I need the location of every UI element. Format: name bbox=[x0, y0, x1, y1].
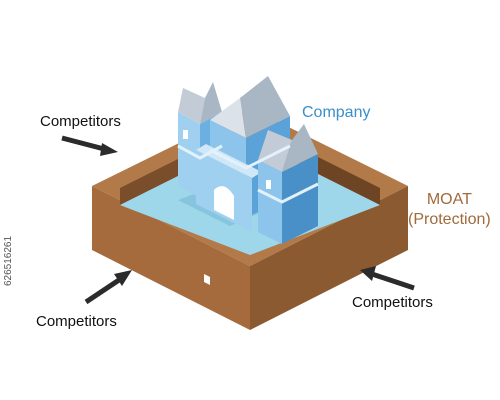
moat-left-wall bbox=[92, 186, 250, 330]
arrow-bottom-right bbox=[360, 266, 415, 291]
arrow-bottom-left bbox=[84, 270, 132, 305]
competitors-label-bottom-right: Competitors bbox=[352, 294, 433, 311]
keep-stripe bbox=[209, 144, 291, 170]
tower-back-left-roof-l bbox=[178, 88, 205, 124]
gate-window-1 bbox=[204, 273, 210, 286]
competitor-arrows bbox=[61, 135, 415, 305]
company-label: Company bbox=[302, 104, 371, 121]
keep-roof-front bbox=[210, 98, 246, 138]
gate-door bbox=[214, 186, 234, 220]
tower-front-right-roof-l bbox=[258, 130, 292, 172]
moat-label-line2: (Protection) bbox=[408, 211, 491, 228]
keep-roof-side bbox=[240, 76, 290, 138]
tower-left-window bbox=[183, 130, 188, 139]
competitors-label-top-left: Competitors bbox=[40, 113, 121, 130]
tower-front-right-side bbox=[282, 154, 318, 244]
stock-image-id: 626516261 bbox=[3, 235, 14, 286]
tower-front-right-roof-r bbox=[282, 124, 318, 172]
arrow-top-left bbox=[61, 135, 118, 156]
tower-back-left-roof-r bbox=[200, 82, 222, 124]
tower-right-window bbox=[266, 180, 271, 189]
moat-right-wall bbox=[250, 186, 408, 330]
competitors-label-bottom-left: Competitors bbox=[36, 313, 117, 330]
castle bbox=[177, 76, 319, 286]
moat-label-line1: MOAT bbox=[426, 191, 472, 208]
tower-left-stripe bbox=[177, 144, 223, 160]
tower-front-right-front bbox=[258, 160, 282, 244]
tower-right-stripe bbox=[257, 182, 319, 204]
moat-label: MOAT (Protection) bbox=[408, 190, 491, 230]
